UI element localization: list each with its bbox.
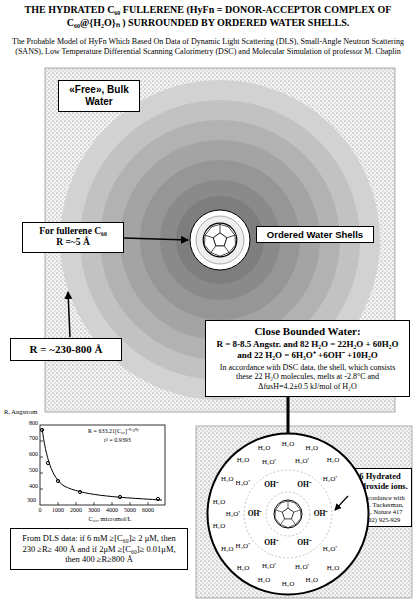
ion-label: OH⁻ xyxy=(264,482,279,490)
dls-graph xyxy=(40,425,165,505)
molecule-label: H₂O xyxy=(282,581,295,588)
molecule-label: H₂O xyxy=(213,498,226,505)
label-box: «Free», Bulk Water xyxy=(58,80,140,112)
title: THE HYDRATED C₆₀ FULLERENE (HyFn = DONOR… xyxy=(6,4,410,29)
molecule-label: H₂O xyxy=(237,457,250,464)
box-heading: For fullerene C₆₀ xyxy=(26,226,120,237)
zoom-region xyxy=(196,426,412,598)
label-box: Ordered Water Shells xyxy=(256,226,374,243)
box-heading: From DLS data: if 6 mM ≥[C₆₀]≥ 2 μM, the… xyxy=(15,533,183,565)
molecule-label: H₂O xyxy=(282,441,295,448)
zoom-circle: OH⁻ OH⁻ OH⁻ OH⁻ OH⁻ OH⁻ H₃O⁺ H₃O⁺ H₃O⁺ H₃O⁺ H₃O⁺ H₃… xyxy=(206,432,370,596)
dimension-box: R = ~230-800 Å xyxy=(10,338,122,361)
ion-label: OH⁻ xyxy=(264,539,279,547)
graph-label: R, Angstrom xyxy=(4,408,94,416)
molecule-label: H₂O xyxy=(327,457,340,464)
molecule-label: H₃O⁺ xyxy=(262,459,277,466)
graph-label: R = 633.21[C₆₀]⁻⁰·¹⁰⁷ xyxy=(88,428,164,435)
info-box: From DLS data: if 6 mM ≥[C₆₀]≥ 2 μM, the… xyxy=(10,528,188,570)
graph-label: 800 xyxy=(16,420,38,427)
ion-label: OH⁻ xyxy=(297,482,312,490)
molecule-label: H₃O⁺ xyxy=(323,475,338,482)
molecule-label: H₂O xyxy=(306,576,319,583)
box-text: R = 8-8.5 Angstr. and 82 H₂O = 22H₂O + 6… xyxy=(211,339,404,361)
molecule-label: H₂O xyxy=(213,523,226,530)
graph-label: 500 xyxy=(16,467,38,474)
box-heading: R = ~230-800 Å xyxy=(15,343,117,356)
ion-label: OH⁻ xyxy=(314,510,329,518)
graph-label: 400 xyxy=(16,483,38,490)
molecule-label: H₃O⁺ xyxy=(262,562,277,569)
molecule-label: H₃O⁺ xyxy=(236,542,251,549)
molecule-label: H₂O xyxy=(221,476,234,483)
graph-label: 700 xyxy=(16,435,38,442)
graph-label: 2000 xyxy=(66,507,86,514)
ion-label: OH⁻ xyxy=(248,510,263,518)
molecule-label: H₂O xyxy=(237,564,250,571)
graph-label: 0 xyxy=(30,507,50,514)
ion-label: OH⁻ xyxy=(297,539,312,547)
molecule-label: H₂O xyxy=(306,445,319,452)
box-heading: Close Bounded Water: xyxy=(211,325,404,338)
molecule-label: H₂O xyxy=(258,576,271,583)
molecule-label: H₃O⁺ xyxy=(226,511,241,518)
molecule-label: H₂O xyxy=(327,564,340,571)
graph-label: 4000 xyxy=(102,507,122,514)
molecule-label: H₂O xyxy=(221,546,234,553)
box-text: In accordance with DSC data, the shell, … xyxy=(211,363,404,392)
graph-label: 3000 xyxy=(84,507,104,514)
graph-label: 600 xyxy=(16,451,38,458)
connector xyxy=(287,397,290,433)
subtitle: The Probable Model of HyFn Which Based O… xyxy=(10,37,406,56)
graph-label: 6000 xyxy=(138,507,158,514)
graph-label: 300 xyxy=(14,497,36,504)
box-text: R =~5 Å xyxy=(26,237,120,248)
graph-label: 1000 xyxy=(48,507,68,514)
graph-label: C₆₀, micromol/L xyxy=(70,515,150,523)
box-heading: «Free», Bulk Water xyxy=(62,84,136,108)
molecule-label: H₃O⁺ xyxy=(295,564,310,571)
graph-label: 5000 xyxy=(120,507,140,514)
box-heading: Ordered Water Shells xyxy=(260,229,370,240)
molecule-label: H₃O⁺ xyxy=(323,546,338,553)
label-box: For fullerene C₆₀R =~5 Å xyxy=(22,222,124,253)
graph-label: r² = 0.9393 xyxy=(104,437,162,444)
leader-arrow xyxy=(124,238,188,240)
info-box: Close Bounded Water:R = 8-8.5 Angstr. an… xyxy=(205,320,410,397)
molecule-label: H₂O xyxy=(258,445,271,452)
molecule-label: H₃O⁺ xyxy=(295,457,310,464)
molecule-label: H₃O⁺ xyxy=(236,479,251,486)
leader-arrow xyxy=(68,292,70,337)
